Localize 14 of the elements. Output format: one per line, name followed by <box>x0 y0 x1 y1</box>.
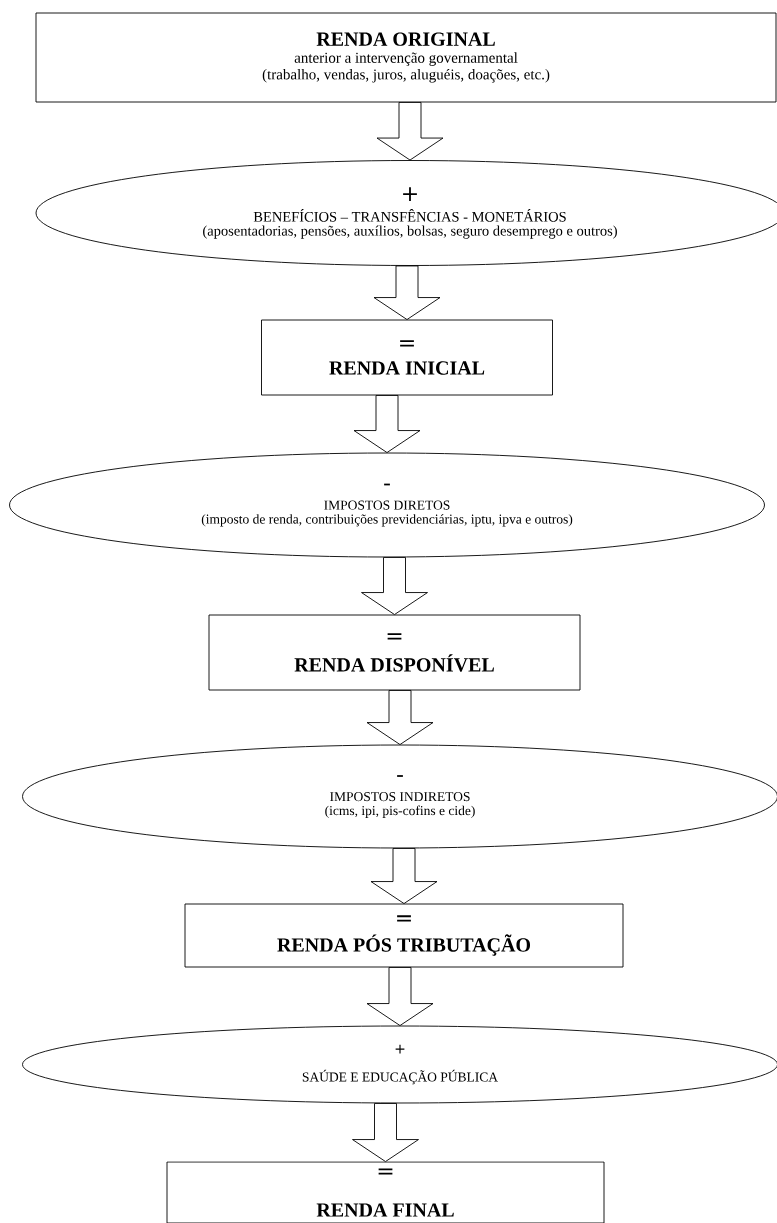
block-arrow <box>370 848 438 904</box>
block-arrow <box>361 557 428 615</box>
result-box: = RENDA INICIAL <box>261 319 553 396</box>
result-box: = RENDA FINAL <box>166 1161 605 1223</box>
block-arrow <box>352 1103 419 1162</box>
block-arrow <box>353 395 421 453</box>
block-arrow <box>376 102 444 161</box>
process-box: RENDA ORIGINAL anterior a intervenção governamental (trabalho, vendas, juros, aluguéis, doações, etc.) <box>35 12 777 103</box>
block-arrow <box>366 690 434 745</box>
ellipse-node: - IMPOSTOS DIRETOS (imposto de renda, contribuições previdenciárias, iptu, ipva e outros) <box>9 452 765 558</box>
block-arrow <box>366 967 434 1026</box>
block-arrow <box>373 265 441 320</box>
result-box: = RENDA PÓS TRIBUTAÇÃO <box>184 903 624 968</box>
result-box: = RENDA DISPONÍVEL <box>208 614 581 691</box>
